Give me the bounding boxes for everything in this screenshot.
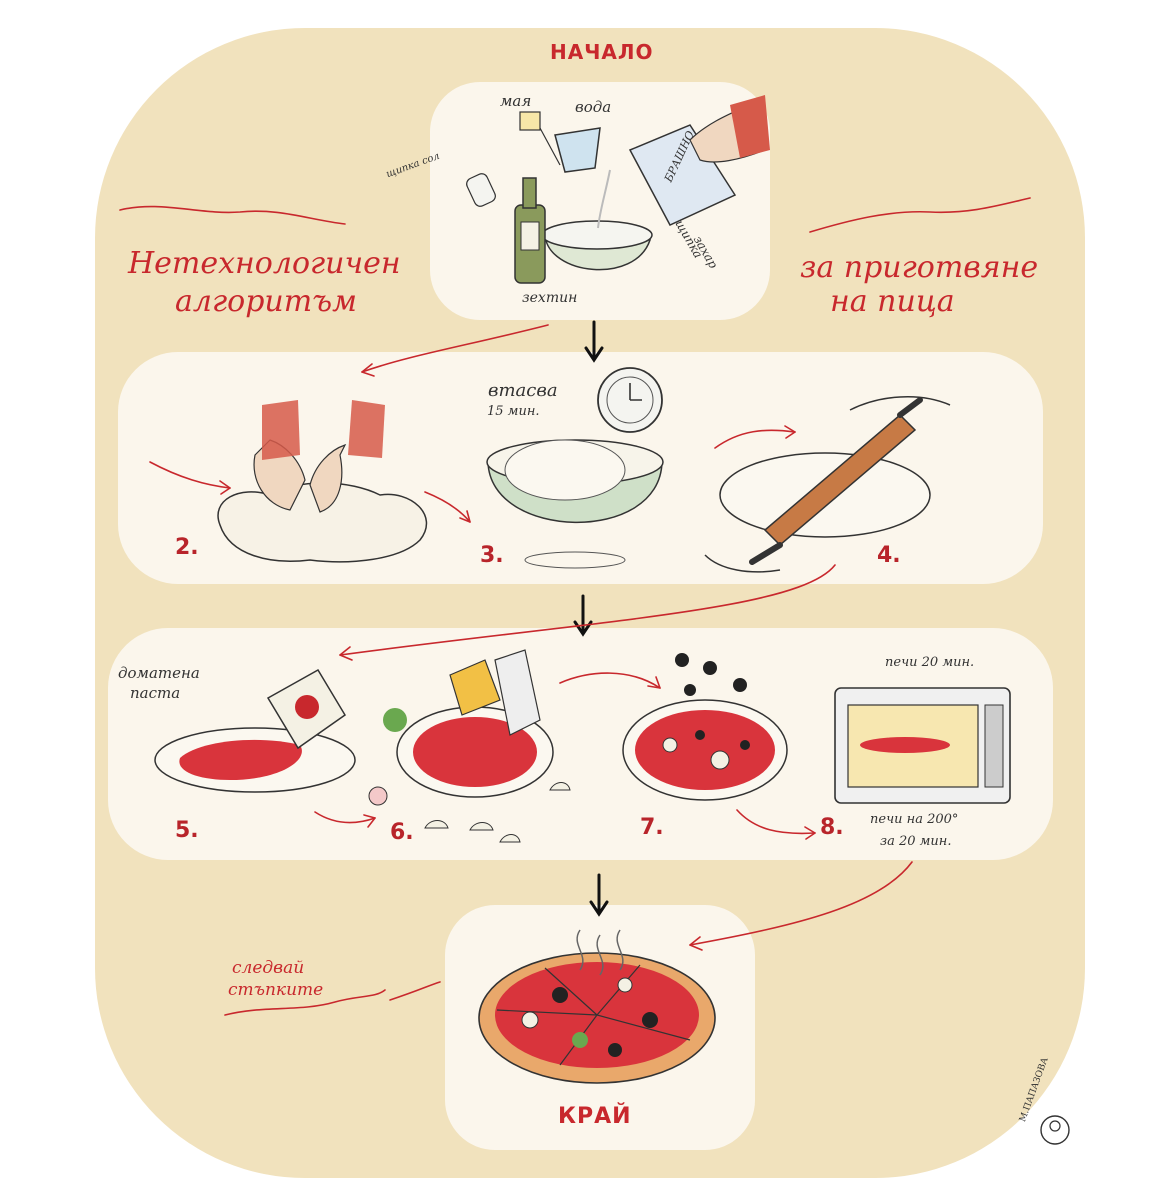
note-tomato-1: доматена — [118, 664, 200, 682]
follow-steps-2: стъпките — [228, 980, 324, 1000]
background-blob — [95, 28, 1085, 1178]
arrow-row1-to-row2 — [339, 564, 836, 656]
kneading-illustration — [217, 400, 428, 563]
step-number-5: 5. — [175, 818, 199, 843]
arrow-step7-to-8 — [736, 809, 816, 835]
timer-icon — [597, 367, 663, 433]
ingredients-illustration — [466, 95, 770, 284]
final-pizza-illustration — [478, 929, 716, 1084]
arrow-row2-to-end — [689, 861, 913, 946]
side-title-left-1: Нетехнологичен — [128, 246, 401, 281]
step-number-6: 6. — [390, 820, 414, 845]
rolling-pin-illustration — [704, 396, 951, 573]
oven-illustration — [834, 687, 1011, 804]
side-title-left-2: алгоритъм — [175, 284, 358, 319]
squiggle-left — [119, 205, 346, 225]
flow-arrow-down-3 — [589, 873, 609, 917]
arrow-step2-in — [149, 461, 231, 489]
step-number-3: 3. — [480, 543, 504, 568]
signature-stamp — [1040, 1115, 1070, 1145]
arrow-follow-steps — [389, 981, 441, 1001]
note-yeast: мая — [500, 92, 532, 110]
step-number-8: 8. — [820, 815, 844, 840]
note-rise-2: 15 мин. — [487, 404, 540, 419]
step-number-7: 7. — [640, 815, 664, 840]
note-bake-top: печи 20 мин. — [885, 655, 975, 670]
step-number-4: 4. — [877, 543, 901, 568]
rising-bowl-illustration — [486, 439, 664, 569]
step-number-2: 2. — [175, 535, 199, 560]
flow-arrow-down-1 — [584, 320, 604, 363]
end-label: КРАЙ — [558, 1104, 632, 1129]
side-title-right-1: за приготвяне — [800, 250, 1039, 285]
follow-steps-1: следвай — [232, 958, 305, 978]
squiggle-right — [809, 197, 1031, 233]
arrow-step5-to-6 — [314, 811, 376, 824]
arrow-start-to-row1 — [361, 324, 549, 373]
note-tomato-2: паста — [130, 684, 181, 702]
cheese-pizza-illustration — [368, 649, 571, 843]
side-title-right-2: на пица — [830, 284, 955, 319]
arrow-step2-to-3 — [424, 491, 471, 523]
note-rise-1: втасва — [488, 380, 558, 401]
panel-row-2 — [108, 628, 1053, 860]
squiggle-left-bottom — [224, 989, 386, 1016]
arrow-step3-to-4 — [714, 429, 796, 449]
arrow-step6-to-7 — [559, 672, 661, 689]
start-label: НАЧАЛО — [550, 40, 654, 64]
note-bake-bottom-2: за 20 мин. — [880, 834, 952, 849]
note-oil: зехтин — [522, 290, 578, 306]
note-water: вода — [575, 98, 612, 116]
tomato-paste-illustration — [154, 668, 356, 793]
toppings-pizza-illustration — [622, 653, 788, 801]
note-bake-bottom-1: печи на 200° — [870, 812, 959, 827]
